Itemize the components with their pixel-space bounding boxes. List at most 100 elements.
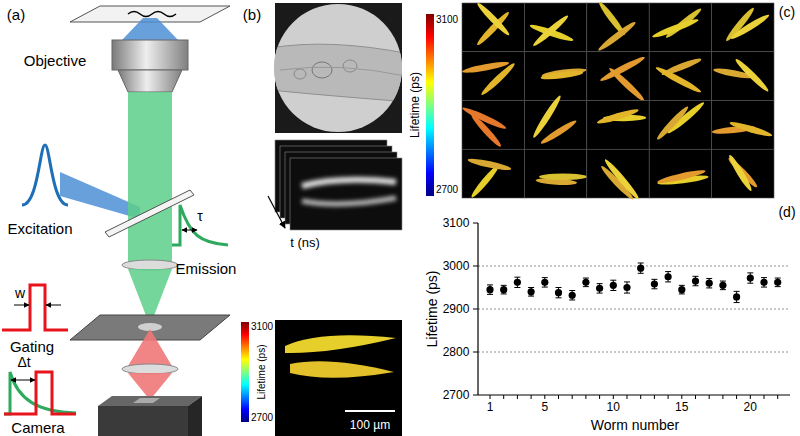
worm-image xyxy=(651,17,699,40)
tick-label: 3000 xyxy=(443,260,470,272)
colorbar-title: Lifetime (ps) xyxy=(409,72,421,138)
worm-tile xyxy=(462,101,524,150)
data-point xyxy=(569,292,576,299)
worm-tile xyxy=(587,101,649,150)
tick-mark xyxy=(572,395,573,399)
worm-tile xyxy=(712,101,774,150)
error-bar xyxy=(679,285,685,286)
grid-line xyxy=(478,309,790,310)
data-point xyxy=(733,293,740,300)
tick-label: 2700 xyxy=(443,389,470,401)
camera-gate xyxy=(4,372,76,414)
error-bar xyxy=(720,289,726,290)
camera-front xyxy=(98,406,188,436)
x-axis xyxy=(478,394,790,395)
component-label: Excitation xyxy=(7,221,72,236)
tick-mark xyxy=(490,395,491,399)
error-bar xyxy=(761,287,767,288)
error-bar xyxy=(747,272,753,273)
worm-image xyxy=(655,104,690,141)
data-point xyxy=(528,288,535,295)
axis-title: Lifetime (ps) xyxy=(425,270,439,347)
tick-mark xyxy=(531,395,532,399)
excitation-pulse xyxy=(22,145,68,205)
tick-label: 2900 xyxy=(443,303,470,315)
worm-gallery xyxy=(426,0,774,201)
tick-mark xyxy=(473,223,478,224)
data-point xyxy=(637,265,644,272)
worm-image xyxy=(467,157,512,173)
grid-line xyxy=(478,352,790,353)
tick-mark xyxy=(503,395,504,399)
worm-tile xyxy=(712,52,774,101)
worm-tile xyxy=(462,3,524,52)
worm-image xyxy=(596,20,637,53)
error-bar xyxy=(651,279,657,280)
lens xyxy=(122,260,178,270)
scale-bar xyxy=(345,410,395,412)
worm-image xyxy=(531,94,563,140)
delay-arrow xyxy=(11,380,35,381)
worm-tile xyxy=(649,52,711,101)
microscope-schematic xyxy=(2,6,230,436)
brightfield-worm xyxy=(280,67,405,76)
error-bar xyxy=(624,293,630,294)
tick-mark xyxy=(517,395,518,399)
colorbar-title: Lifetime (ps) xyxy=(257,344,267,399)
colorbar-tick: 3100 xyxy=(251,322,273,332)
error-bar xyxy=(775,286,781,287)
worm-image xyxy=(540,69,583,81)
worm-tile xyxy=(524,3,586,52)
tick-mark xyxy=(627,395,628,399)
component-label: Gating xyxy=(10,339,54,354)
tick-label: 15 xyxy=(675,401,688,413)
error-bar xyxy=(501,285,507,286)
camera-decay xyxy=(4,372,76,414)
symbol-label: τ xyxy=(197,209,203,223)
error-bar xyxy=(624,281,630,282)
error-bar xyxy=(556,297,562,298)
error-bar xyxy=(638,262,644,263)
brightfield-worm xyxy=(270,44,410,102)
tick-mark xyxy=(681,395,682,399)
tick-mark xyxy=(764,395,765,399)
data-point xyxy=(555,289,562,296)
symbol-label: w xyxy=(15,286,25,300)
tick-label: 5 xyxy=(541,401,548,413)
error-bar xyxy=(665,281,671,282)
error-bar xyxy=(638,273,644,274)
error-bar xyxy=(597,293,603,294)
brightfield-worm xyxy=(270,44,410,102)
brightfield-worm xyxy=(312,62,332,78)
lifetime-plot xyxy=(473,223,790,399)
data-point xyxy=(500,286,507,293)
worm-image xyxy=(603,157,641,201)
tick-mark xyxy=(668,395,669,399)
symbol-label: Δt xyxy=(17,355,30,369)
tick-mark xyxy=(544,395,545,399)
error-bar xyxy=(569,290,575,291)
camera-side xyxy=(188,396,202,436)
camera-top xyxy=(98,396,202,406)
data-point xyxy=(760,279,767,286)
error-bar xyxy=(583,278,589,279)
time-frame xyxy=(290,158,402,230)
worm-tile xyxy=(649,3,711,52)
panel-b-images xyxy=(241,3,410,436)
fluorescence-worm xyxy=(302,180,396,186)
colorbar-tick: 2700 xyxy=(251,413,273,423)
data-point xyxy=(623,284,630,291)
data-point xyxy=(706,280,713,287)
tick-mark xyxy=(654,395,655,399)
error-bar xyxy=(775,278,781,279)
error-bar xyxy=(514,277,520,278)
worm-image xyxy=(729,12,771,41)
worm-image xyxy=(539,174,587,181)
time-axis-arrow xyxy=(268,196,285,228)
error-bar xyxy=(569,299,575,300)
emission-decay xyxy=(172,205,228,245)
error-bar xyxy=(487,284,493,285)
tick-mark xyxy=(473,395,478,396)
